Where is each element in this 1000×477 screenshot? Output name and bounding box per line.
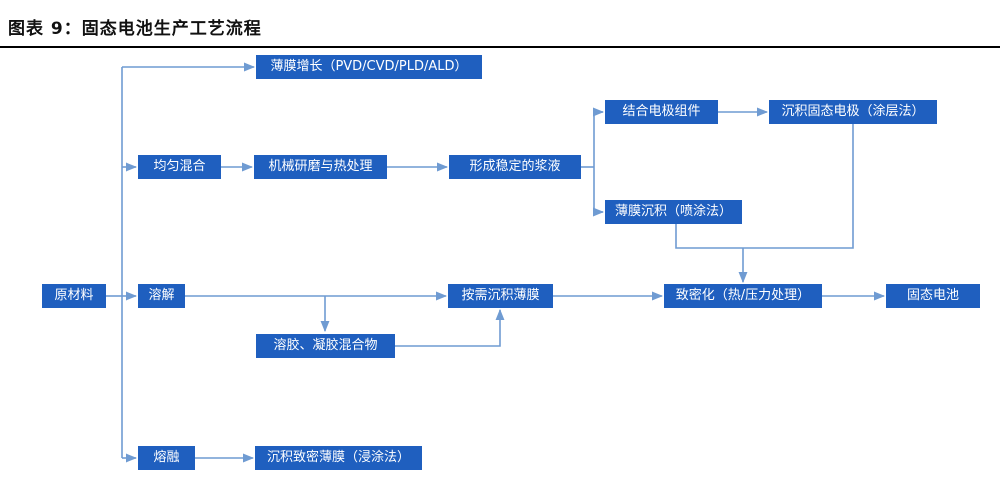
node-sol-gel-mix: 溶胶、凝胶混合物 <box>256 334 395 358</box>
node-thin-film-deposition: 薄膜沉积（喷涂法） <box>605 200 742 224</box>
node-dissolve: 溶解 <box>138 284 185 308</box>
node-milling-heat: 机械研磨与热处理 <box>254 155 387 179</box>
node-deposit-electrode: 沉积固态电极（涂层法） <box>769 100 937 124</box>
node-solid-battery: 固态电池 <box>886 284 980 308</box>
node-on-demand-deposition: 按需沉积薄膜 <box>448 284 553 308</box>
connector-deposit-down <box>743 124 854 249</box>
node-melt: 熔融 <box>138 446 195 470</box>
title-divider <box>0 46 1000 48</box>
node-uniform-mixing: 均匀混合 <box>138 155 221 179</box>
node-raw-materials: 原材料 <box>42 284 106 308</box>
connector-thin-film-down <box>675 224 743 249</box>
node-stable-slurry: 形成稳定的浆液 <box>449 155 581 179</box>
figure-title: 图表 9：固态电池生产工艺流程 <box>8 19 262 39</box>
node-combine-electrode: 结合电极组件 <box>605 100 718 124</box>
arrow-sol-gel-to-on-demand <box>395 308 505 347</box>
node-densification: 致密化（热/压力处理） <box>664 284 822 308</box>
node-thin-film-growth: 薄膜增长（PVD/CVD/PLD/ALD） <box>256 55 482 79</box>
node-dense-film-dip: 沉积致密薄膜（浸涂法） <box>255 446 422 470</box>
